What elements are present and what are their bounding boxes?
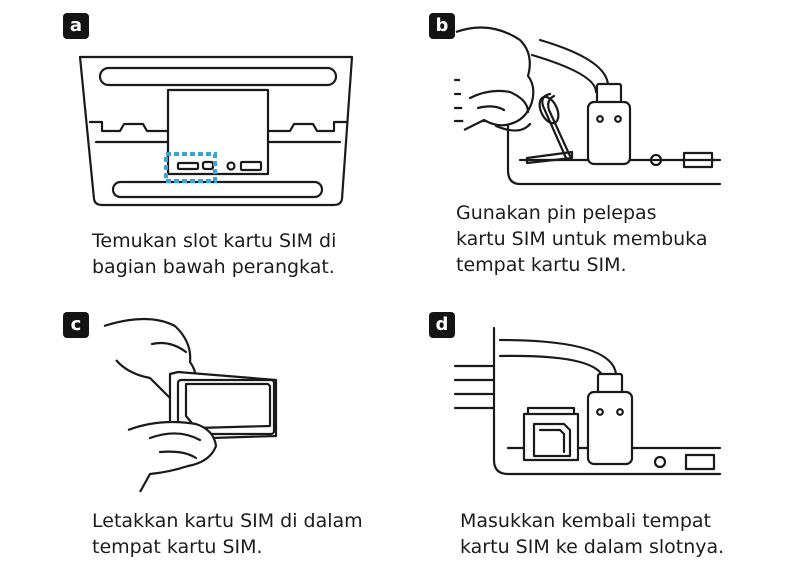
device-plate [506, 38, 722, 186]
cable [538, 38, 610, 88]
index-finger [127, 420, 218, 493]
device-body [78, 55, 354, 207]
step-b-caption: Gunakan pin pelepas kartu SIM untuk memb… [456, 202, 708, 276]
device-bottom-slot [111, 180, 324, 199]
finger [455, 26, 535, 131]
plug-body [586, 390, 634, 466]
ejector-pin [541, 92, 568, 160]
sim-slot [525, 150, 574, 165]
step-d-caption: Masukkan kembali tempat kartu SIM ke dal… [460, 510, 725, 558]
sim-slot-port [176, 161, 200, 171]
device-top-slot [98, 66, 338, 87]
step-d-badge: d [429, 312, 455, 338]
step-a-caption: Temukan slot kartu SIM di bagian bawah p… [92, 230, 337, 278]
step-c-badge: c [63, 312, 89, 338]
sim-card-inserted [532, 422, 572, 458]
sim-slot-highlight [164, 152, 217, 183]
device-plate [492, 326, 722, 476]
step-a-badge: a [63, 13, 89, 39]
sim-card [184, 382, 272, 430]
device-stand [166, 88, 270, 176]
step-b-badge: b [429, 13, 455, 39]
step-c-caption: Letakkan kartu SIM di dalam tempat kartu… [92, 510, 363, 558]
cable [498, 338, 618, 376]
